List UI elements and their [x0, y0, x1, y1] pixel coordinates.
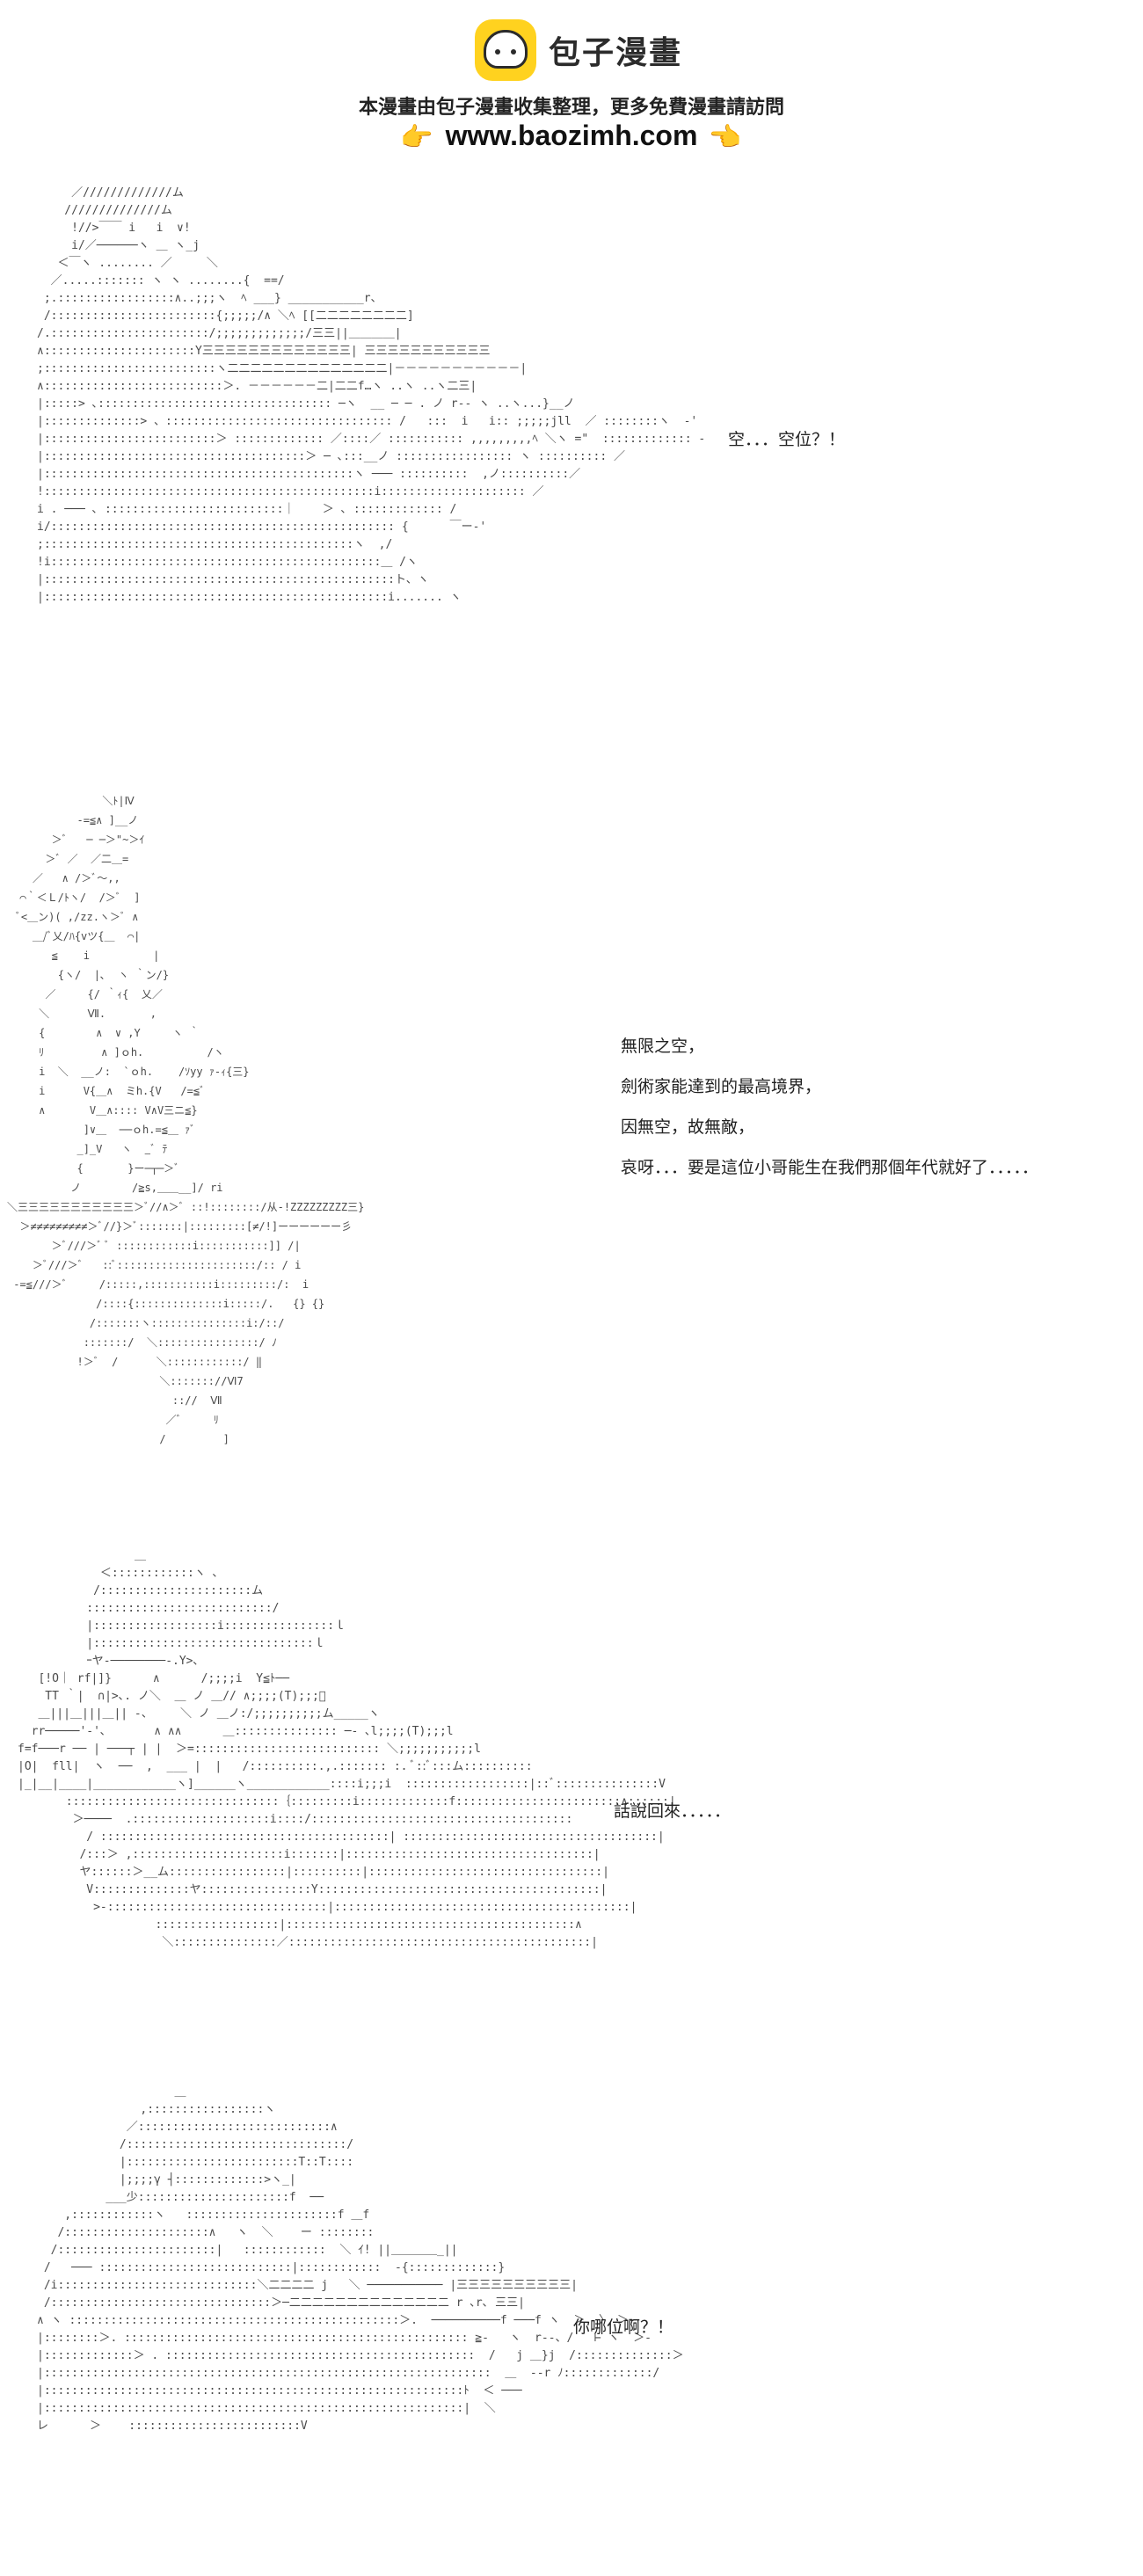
- bun-logo-icon: [475, 19, 536, 81]
- brand-logo[interactable]: 包子漫畫: [475, 19, 682, 81]
- dialog-line: 空．．．空位？！: [728, 430, 846, 449]
- site-url-link[interactable]: www.baozimh.com: [445, 120, 698, 151]
- comic-panel-2: ＼ﾄ|Ⅳ -=≦∧ ]__ノ ＞ﾞ ─ ─＞"~＞ｲ ＞ﾞ ／ ／二＿= ／ ∧…: [0, 791, 1143, 1512]
- ascii-art-rifleman: ＿ ,:::::::::::::::::ヽ ／:::::::::::::::::…: [37, 2085, 684, 2433]
- dialog-box: 你哪位啊？！: [573, 2314, 673, 2354]
- header-subtitle: 本漫畫由包子漫畫收集整理，更多免費漫畫請訪問: [358, 97, 784, 119]
- ascii-art-swordsman: ＼ﾄ|Ⅳ -=≦∧ ]__ノ ＞ﾞ ─ ─＞"~＞ｲ ＞ﾞ ／ ／二＿= ／ ∧…: [7, 795, 365, 1445]
- site-header: 包子漫畫 本漫畫由包子漫畫收集整理，更多免費漫畫請訪問 👉 www.baozimh…: [0, 0, 1143, 167]
- comic-panel-1: ／/////////////ム //////////////ム !//>￣￣ i…: [0, 185, 1143, 782]
- dialog-line: 你哪位啊？！: [573, 2318, 674, 2337]
- ascii-art-sniper: ／/////////////ム //////////////ム !//>￣￣ i…: [37, 186, 706, 604]
- dialog-line: 劍術家能達到的最高境界，: [621, 1077, 822, 1096]
- dialog-line: 哀呀．．．要是這位小哥能生在我們那個年代就好了．．．．．: [621, 1158, 1039, 1177]
- pointing-hand-icon: 👉: [710, 123, 743, 153]
- dialog-line: 話說回來．．．．．: [614, 1801, 732, 1821]
- dialog-line: 無限之空，: [621, 1037, 705, 1056]
- dialog-box: 話說回來．．．．．: [614, 1798, 731, 1838]
- site-url-row[interactable]: 👉 www.baozimh.com 👉: [0, 120, 1143, 153]
- comic-panel-3: ＿ ＜::::::::::::ヽ ､ /::::::::::::::::::::…: [0, 1547, 1143, 2040]
- dialog-line: 因無空，故無敵，: [621, 1117, 755, 1137]
- brand-name: 包子漫畫: [549, 35, 683, 71]
- comic-panel-4: ＿ ,:::::::::::::::::ヽ ／:::::::::::::::::…: [0, 2084, 1143, 2558]
- dialog-box: 無限之空， 劍術家能達到的最高境界， 因無空，故無敵， 哀呀．．．要是這位小哥能…: [621, 1033, 1038, 1195]
- dialog-box: 空．．．空位？！: [728, 426, 845, 467]
- ascii-art-gunner: ＿ ＜::::::::::::ヽ ､ /::::::::::::::::::::…: [18, 1549, 676, 1949]
- pointing-hand-icon: 👉: [400, 123, 433, 153]
